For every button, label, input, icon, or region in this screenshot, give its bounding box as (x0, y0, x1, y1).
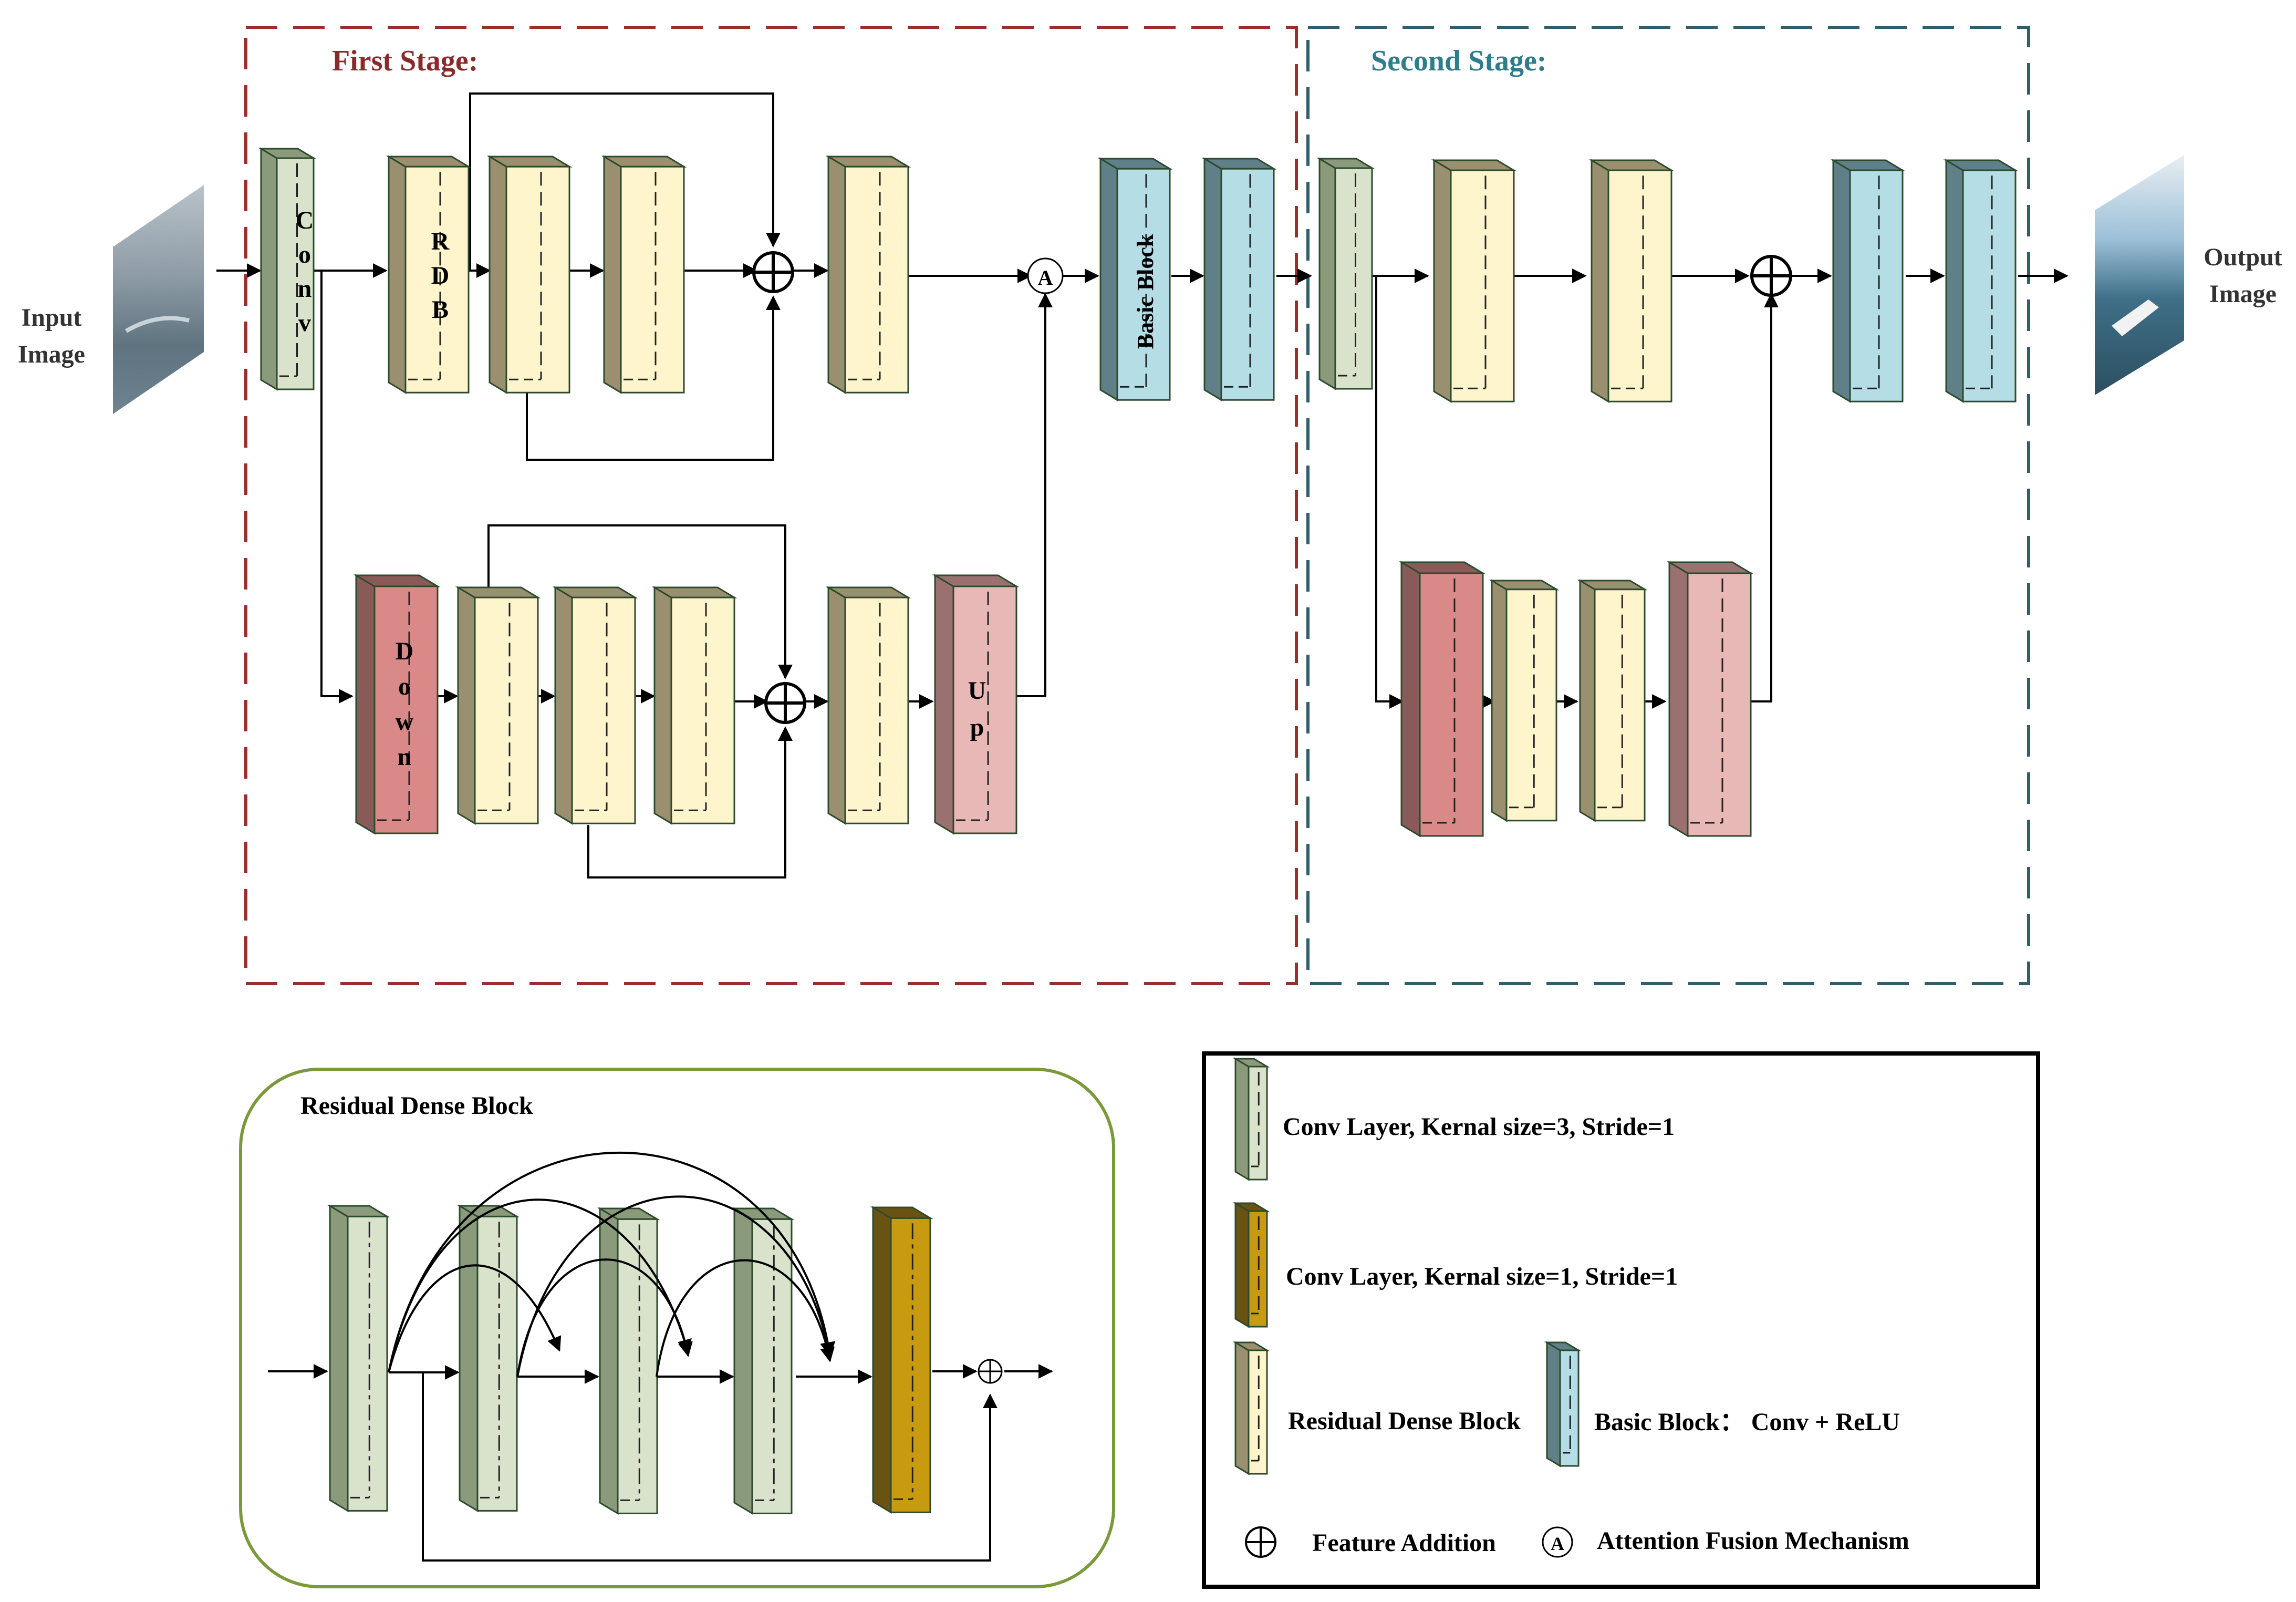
basic-block-4 (1943, 159, 2019, 403)
legend-frame (1202, 1051, 2040, 1589)
basic-block-3 (1830, 159, 1906, 403)
basic-block-2 (1201, 157, 1277, 401)
first-stage-frame (244, 26, 1298, 985)
legend-attention-label: Attention Fusion Mechanism (1597, 1527, 1909, 1555)
legend-basic-icon (1544, 1341, 1582, 1467)
legend-attention-icon: A (1542, 1526, 1573, 1558)
rdb-block-8 (825, 586, 911, 825)
legend-conv3-label: Conv Layer, Kernal size=3, Stride=1 (1283, 1113, 1675, 1141)
second-stage-frame (1306, 26, 2030, 985)
rdb-panel-conv-1 (327, 1204, 390, 1513)
rdb-panel-conv-3 (597, 1207, 660, 1515)
output-image-boat (2112, 299, 2159, 336)
feature-addition-op-bottom (764, 682, 806, 724)
input-image-label-line2: Image (18, 340, 85, 368)
rdb-panel-connections (268, 1152, 1053, 1562)
legend-rdb-icon (1232, 1341, 1270, 1475)
output-image-label-line1: Output (2204, 243, 2282, 271)
rdb-panel-feature-addition (978, 1359, 1003, 1384)
rdb-panel-conv1x1 (870, 1206, 933, 1514)
rdb-block-7 (651, 586, 737, 825)
basic-block-label: Basic Block (1133, 234, 1158, 349)
rdb-panel-conv-4 (731, 1207, 795, 1515)
feature-addition-op-top (752, 251, 794, 293)
rdb-block-3 (601, 155, 687, 394)
legend-feature-addition-icon (1245, 1526, 1276, 1558)
feature-addition-op-second-stage (1750, 255, 1792, 297)
up-block-second-stage (1666, 561, 1754, 838)
rdb-block-5 (455, 586, 541, 825)
rdb-panel-frame (239, 1068, 1115, 1588)
legend-attention-symbol: A (1551, 1533, 1564, 1554)
rdb-block-1 (386, 155, 472, 394)
rdb-block-4 (825, 155, 911, 394)
basic-block-1 (1097, 157, 1173, 401)
up-block (932, 574, 1020, 835)
down-block-second-stage (1398, 561, 1486, 838)
input-image (113, 185, 204, 414)
legend-rdb-label: Residual Dense Block (1288, 1407, 1521, 1435)
rdb-block-11 (1489, 579, 1560, 822)
rdb-block-2 (486, 155, 573, 394)
attention-fusion-op: A (1027, 257, 1064, 294)
legend-feature-addition-label: Feature Addition (1312, 1529, 1496, 1557)
rdb-block-6 (552, 586, 638, 825)
rdb-panel-title: Residual Dense Block (300, 1092, 533, 1120)
conv-block-second-stage (1316, 157, 1375, 390)
first-stage-title: First Stage: (332, 45, 478, 77)
legend-conv1-icon (1232, 1202, 1270, 1328)
second-stage-title: Second Stage: (1371, 45, 1546, 77)
rdb-block-12 (1577, 579, 1648, 822)
attention-fusion-symbol: A (1038, 266, 1053, 290)
input-image-wake (124, 316, 190, 333)
legend-conv1-label: Conv Layer, Kernal size=1, Stride=1 (1286, 1263, 1678, 1290)
rdb-panel-conv-2 (456, 1204, 520, 1513)
rdb-block-10 (1588, 159, 1675, 403)
output-image-label-line2: Image (2209, 280, 2277, 308)
legend-basic-label: Basic Block： Conv + ReLU (1594, 1408, 1900, 1436)
legend-conv3-icon (1232, 1057, 1270, 1181)
rdb-block-9 (1431, 159, 1517, 403)
layer-blocks (258, 147, 2019, 1515)
down-block (353, 574, 441, 835)
input-image-label-line1: Input (22, 304, 82, 332)
conv-block-input (258, 147, 317, 391)
output-image (2095, 155, 2184, 395)
